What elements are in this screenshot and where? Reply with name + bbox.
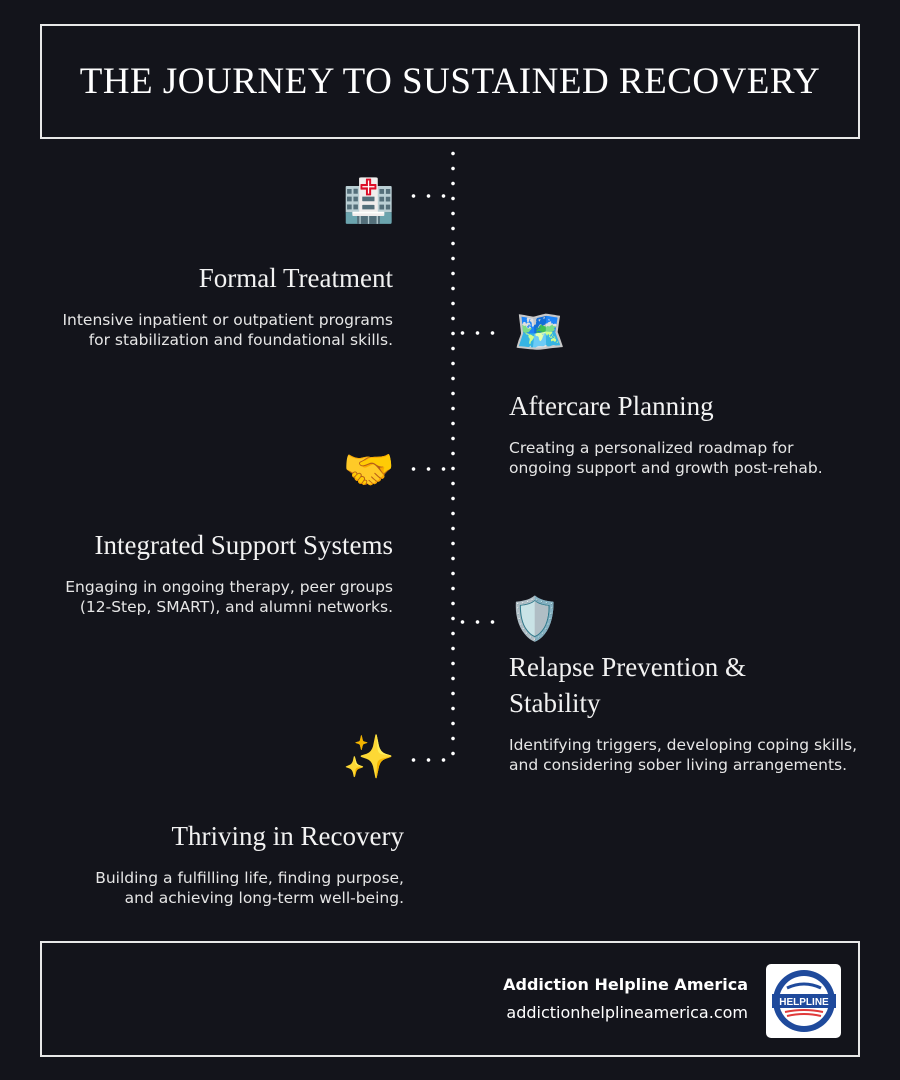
title-banner: THE JOURNEY TO SUSTAINED RECOVERY: [40, 24, 860, 139]
timeline-line: [451, 146, 455, 766]
connector-dots: [455, 620, 500, 624]
step-integrated-support: Integrated Support Systems Engaging in o…: [33, 527, 393, 617]
organization-info: Addiction Helpline America addictionhelp…: [503, 975, 748, 1022]
step-description: Identifying triggers, developing coping …: [509, 736, 858, 774]
step-description: Building a fulfilling life, finding purp…: [95, 869, 404, 907]
organization-url[interactable]: addictionhelplineamerica.com: [506, 1003, 748, 1022]
step-formal-treatment: Formal Treatment Intensive inpatient or …: [33, 260, 393, 350]
step-title: Aftercare Planning: [509, 391, 714, 421]
step-title: Thriving in Recovery: [171, 821, 404, 851]
svg-text:HELPLINE: HELPLINE: [779, 997, 829, 1008]
step-thriving: Thriving in Recovery Building a fulfilli…: [44, 818, 404, 908]
helpline-logo: HELPLINE: [766, 964, 841, 1038]
step-title: Relapse Prevention &Stability: [509, 652, 746, 718]
step-relapse-prevention: Relapse Prevention &Stability Identifyin…: [509, 649, 869, 775]
step-aftercare-planning: Aftercare Planning Creating a personaliz…: [509, 388, 869, 478]
world-map-icon: 🗺️: [513, 307, 567, 356]
page-title: THE JOURNEY TO SUSTAINED RECOVERY: [79, 61, 821, 102]
connector-dots: [406, 467, 451, 471]
connector-dots: [455, 331, 500, 335]
organization-name: Addiction Helpline America: [503, 975, 748, 994]
sparkles-icon: ✨: [342, 732, 396, 781]
step-description: Engaging in ongoing therapy, peer groups…: [65, 578, 393, 616]
shield-icon: 🛡️: [508, 594, 562, 643]
step-title: Formal Treatment: [198, 263, 393, 293]
connector-dots: [406, 194, 451, 198]
hospital-icon: 🏥: [342, 176, 396, 225]
footer: Addiction Helpline America addictionhelp…: [40, 941, 860, 1057]
helpline-seal-icon: HELPLINE: [771, 970, 836, 1032]
step-title: Integrated Support Systems: [94, 530, 393, 560]
step-description: Intensive inpatient or outpatient progra…: [62, 311, 393, 349]
connector-dots: [406, 758, 451, 762]
handshake-icon: 🤝: [342, 445, 396, 494]
